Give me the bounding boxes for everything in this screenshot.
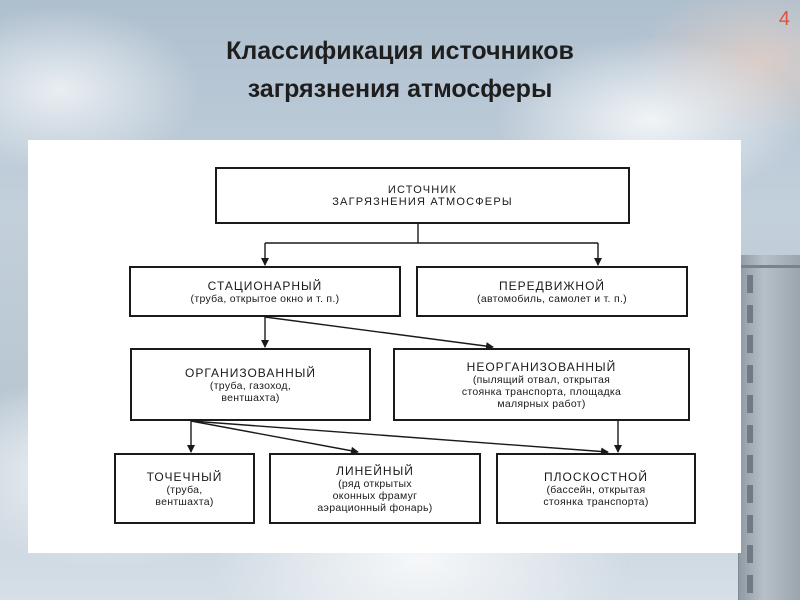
cooling-tower-image bbox=[738, 255, 800, 600]
node-unorganized-note-line-1: (пылящий отвал, открытая bbox=[472, 373, 611, 386]
arrow-to-unorganized bbox=[264, 316, 494, 351]
slide-title: Классификация источников загрязнения атм… bbox=[0, 32, 800, 108]
node-linear-note-line-1: (ряд открытых bbox=[338, 477, 412, 490]
node-mobile-title: ПЕРЕДВИЖНОЙ bbox=[498, 278, 606, 293]
node-unorganized-title: НЕОРГАНИЗОВАННЫЙ bbox=[466, 359, 617, 374]
node-unorganized: НЕОРГАНИЗОВАННЫЙ (пылящий отвал, открыта… bbox=[393, 348, 690, 421]
slide-title-line-1: Классификация источников bbox=[226, 37, 574, 65]
node-linear-note-line-2: оконных фрамуг bbox=[332, 489, 418, 502]
node-organized: ОРГАНИЗОВАННЫЙ (труба, газоход, вентшахт… bbox=[130, 348, 371, 421]
classification-diagram: ИСТОЧНИК ЗАГРЯЗНЕНИЯ АТМОСФЕРЫ СТАЦИОНАР… bbox=[28, 140, 741, 553]
node-stationary: СТАЦИОНАРНЫЙ (труба, открытое окно и т. … bbox=[129, 266, 401, 317]
diagram-connectors bbox=[187, 224, 622, 456]
node-mobile-note: (автомобиль, самолет и т. п.) bbox=[477, 292, 627, 305]
node-areal: ПЛОСКОСТНОЙ (бассейн, открытая стоянка т… bbox=[496, 453, 696, 524]
node-organized-note-line-1: (труба, газоход, bbox=[209, 379, 292, 392]
node-pollution-source-line-2: ЗАГРЯЗНЕНИЯ АТМОСФЕРЫ bbox=[332, 195, 513, 208]
node-organized-note-line-2: вентшахта) bbox=[221, 391, 280, 404]
node-pollution-source-line-1: ИСТОЧНИК bbox=[387, 183, 458, 196]
arrow-organized-to-areal bbox=[190, 420, 609, 456]
node-linear: ЛИНЕЙНЫЙ (ряд открытых оконных фрамуг аэ… bbox=[269, 453, 481, 524]
node-point-note-line-2: вентшахта) bbox=[155, 495, 214, 508]
node-organized-title: ОРГАНИЗОВАННЫЙ bbox=[185, 365, 316, 380]
node-linear-note-line-3: аэрационный фонарь) bbox=[317, 501, 433, 514]
page-number: 4 bbox=[778, 8, 790, 30]
node-stationary-note: (труба, открытое окно и т. п.) bbox=[190, 292, 340, 305]
arrow-organized-to-linear bbox=[190, 420, 359, 455]
node-areal-title: ПЛОСКОСТНОЙ bbox=[544, 469, 648, 484]
node-point-title: ТОЧЕЧНЫЙ bbox=[146, 469, 223, 484]
slide-title-line-2: загрязнения атмосферы bbox=[247, 75, 553, 103]
node-unorganized-note-line-3: малярных работ) bbox=[497, 397, 586, 410]
node-pollution-source: ИСТОЧНИК ЗАГРЯЗНЕНИЯ АТМОСФЕРЫ bbox=[215, 167, 630, 224]
node-point: ТОЧЕЧНЫЙ (труба, вентшахта) bbox=[114, 453, 255, 524]
node-unorganized-note-line-2: стоянка транспорта, площадка bbox=[461, 385, 622, 398]
node-areal-note-line-2: стоянка транспорта) bbox=[543, 495, 649, 508]
node-point-note-line-1: (труба, bbox=[166, 483, 203, 496]
node-mobile: ПЕРЕДВИЖНОЙ (автомобиль, самолет и т. п.… bbox=[416, 266, 688, 317]
node-areal-note-line-1: (бассейн, открытая bbox=[546, 483, 646, 496]
node-stationary-title: СТАЦИОНАРНЫЙ bbox=[207, 278, 323, 293]
node-linear-title: ЛИНЕЙНЫЙ bbox=[336, 463, 414, 478]
